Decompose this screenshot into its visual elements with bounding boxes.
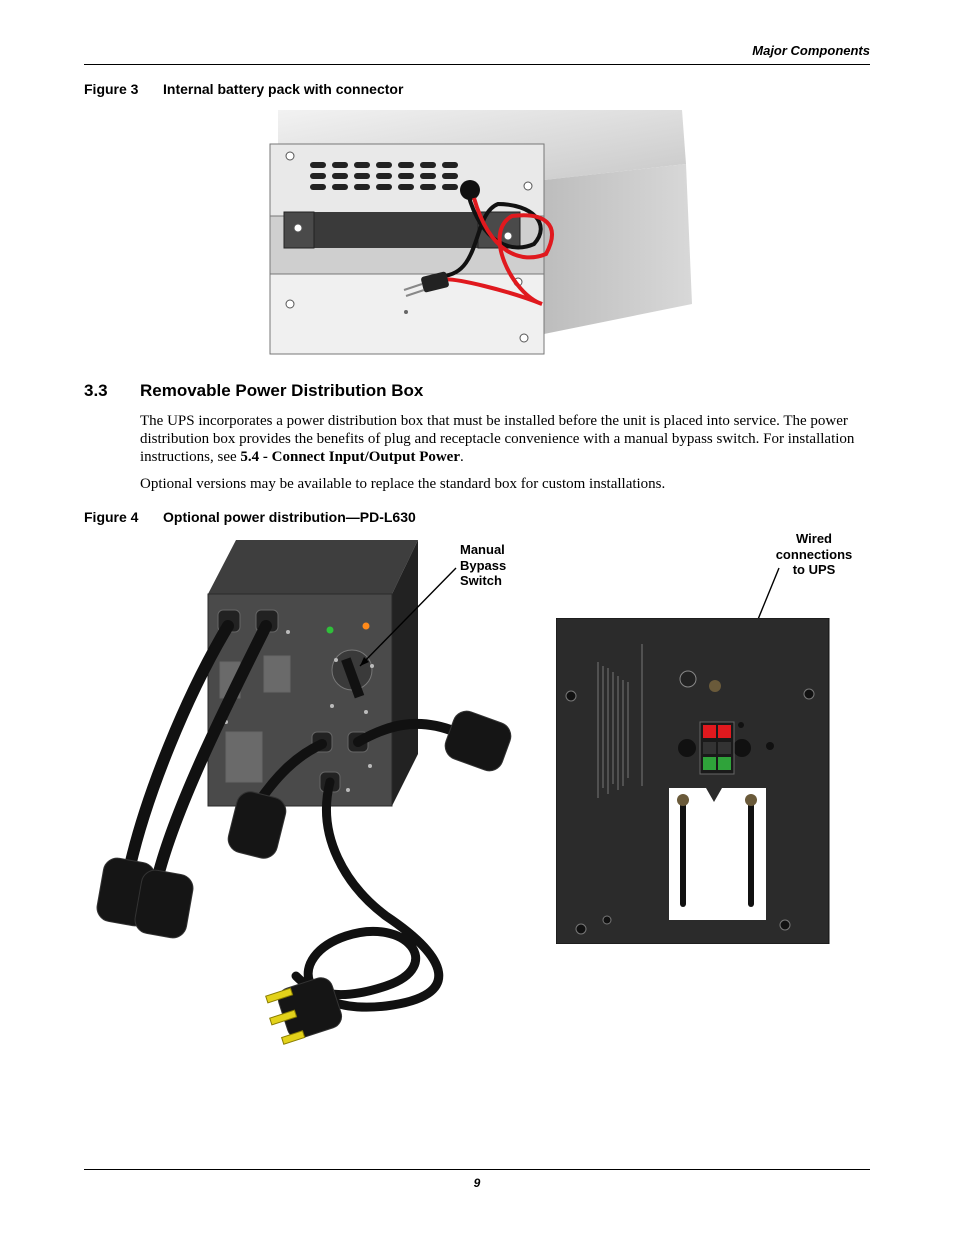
paragraph-1-end: .: [460, 449, 464, 465]
figure-4-caption: Figure 4 Optional power distribution—PD-L…: [84, 509, 416, 525]
distribution-box-illustration: [96, 540, 512, 1045]
page-number: 9: [473, 1176, 481, 1190]
callout-line: Bypass: [460, 557, 507, 573]
section-heading: 3.3 Removable Power Distribution Box: [84, 381, 423, 401]
figure-3-number: Figure 3: [84, 81, 139, 97]
section-number: 3.3: [84, 381, 108, 400]
callout-line: Switch: [460, 573, 502, 588]
figure-4-number: Figure 4: [84, 509, 139, 525]
running-header: Major Components: [752, 43, 870, 58]
section-paragraph-1: The UPS incorporates a power distributio…: [140, 412, 860, 466]
section-title: Removable Power Distribution Box: [140, 381, 424, 400]
section-paragraph-2: Optional versions may be available to re…: [140, 476, 666, 492]
battery-pack-illustration: [269, 110, 692, 355]
back-panel-illustration: [556, 618, 830, 944]
figure-3-title: Internal battery pack with connector: [163, 81, 404, 97]
footer-rule: [84, 1169, 870, 1170]
cross-reference-link[interactable]: 5.4 - Connect Input/Output Power: [240, 449, 461, 465]
callout-manual-bypass-switch: Manual Bypass Switch: [460, 542, 506, 589]
header-rule: [84, 64, 870, 65]
paragraph-1-text: The UPS incorporates a power distributio…: [140, 413, 855, 465]
callout-wired-connections: Wired connections to UPS: [764, 531, 864, 578]
callout-line: Wired: [796, 531, 832, 546]
callout-line: to UPS: [792, 562, 836, 577]
callout-line: Manual: [460, 542, 505, 557]
callout-line: connections: [775, 546, 853, 562]
figure-3-caption: Figure 3 Internal battery pack with conne…: [84, 81, 403, 97]
manual-bypass-leader-line: [359, 567, 457, 667]
figure-4-title: Optional power distribution—PD-L630: [163, 509, 416, 525]
